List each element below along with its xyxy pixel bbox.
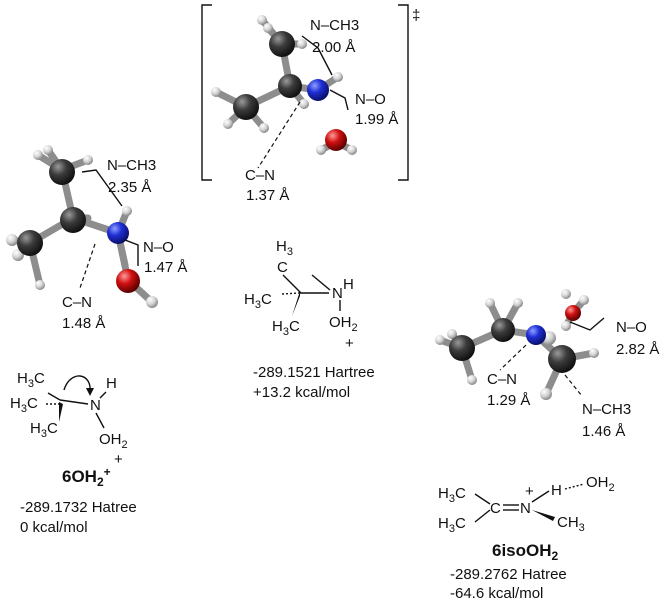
svg-text:H: H (551, 482, 562, 499)
product-structure-2d: H3C H3C C N + H OH2 CH3 (438, 474, 615, 535)
product-n-o-label: N–O (616, 319, 647, 336)
ts-energy-hartree: -289.1521 Hartree (253, 364, 375, 381)
ts-n-o-value: 1.99 Å (355, 111, 398, 128)
reactant-energy-rel: 0 kcal/mol (20, 519, 88, 536)
ts-bracket (201, 4, 409, 181)
svg-text:+: + (525, 483, 534, 500)
ts-c-n-value: 1.37 Å (246, 187, 289, 204)
svg-text:N: N (332, 285, 343, 302)
ts-c-n-label: C–N (245, 167, 275, 184)
svg-text:H3C: H3C (17, 370, 45, 390)
reactant-n-ch3-value: 2.35 Å (108, 179, 151, 196)
svg-text:N: N (520, 500, 531, 517)
svg-text:CH3: CH3 (557, 514, 585, 534)
reactant-energy-hartree: -289.1732 Hatree (20, 499, 137, 516)
ts-n-ch3-value: 2.00 Å (312, 39, 355, 56)
svg-text:+: + (345, 335, 354, 352)
svg-text:+: + (114, 451, 123, 468)
svg-text:OH2: OH2 (99, 431, 128, 451)
reactant-n-o-label: N–O (143, 239, 174, 256)
svg-text:H3C: H3C (244, 291, 272, 311)
ts-n-ch3-label: N–CH3 (310, 17, 359, 34)
reactant-c-n-value: 1.48 Å (62, 315, 105, 332)
product-n-ch3-label: N–CH3 (582, 401, 631, 418)
reactant-n-o-value: 1.47 Å (144, 259, 187, 276)
reactant-n-ch3-label: N–CH3 (107, 157, 156, 174)
reactant-c-n-label: C–N (62, 294, 92, 311)
svg-text:H3: H3 (276, 238, 293, 258)
ts-energy-rel: +13.2 kcal/mol (253, 384, 350, 401)
reactant-name: 6OH2+ (62, 465, 111, 489)
ts-double-dagger: ‡ (412, 7, 420, 24)
svg-text:H3C: H3C (10, 395, 38, 415)
product-3d-model (435, 289, 605, 400)
product-energy-rel: -64.6 kcal/mol (450, 585, 543, 600)
product-name: 6isoOH2 (492, 541, 559, 563)
svg-text:H: H (106, 375, 117, 392)
product-n-ch3-value: 1.46 Å (582, 423, 625, 440)
ts-structure-2d: H3 C H3C N H OH2 H3C + (244, 238, 358, 352)
svg-text:H3C: H3C (438, 515, 466, 535)
svg-text:H: H (343, 276, 354, 293)
reactant-structure-2d: H3C H3C H3C N H OH2 + (10, 370, 128, 468)
ts-3d-model (211, 15, 357, 169)
product-n-o-value: 2.82 Å (616, 341, 659, 358)
svg-text:OH2: OH2 (586, 474, 615, 494)
svg-text:C: C (277, 259, 288, 276)
svg-text:OH2: OH2 (329, 314, 358, 334)
svg-text:H3C: H3C (438, 485, 466, 505)
product-c-n-label: C–N (487, 371, 517, 388)
product-c-n-value: 1.29 Å (487, 392, 530, 409)
svg-text:C: C (490, 500, 501, 517)
ts-n-o-label: N–O (355, 91, 386, 108)
svg-text:H3C: H3C (30, 420, 58, 440)
reactant-3d-model (6, 145, 158, 308)
svg-text:H3C: H3C (272, 318, 300, 338)
svg-text:N: N (90, 397, 101, 414)
product-energy-hartree: -289.2762 Hatree (450, 566, 567, 583)
